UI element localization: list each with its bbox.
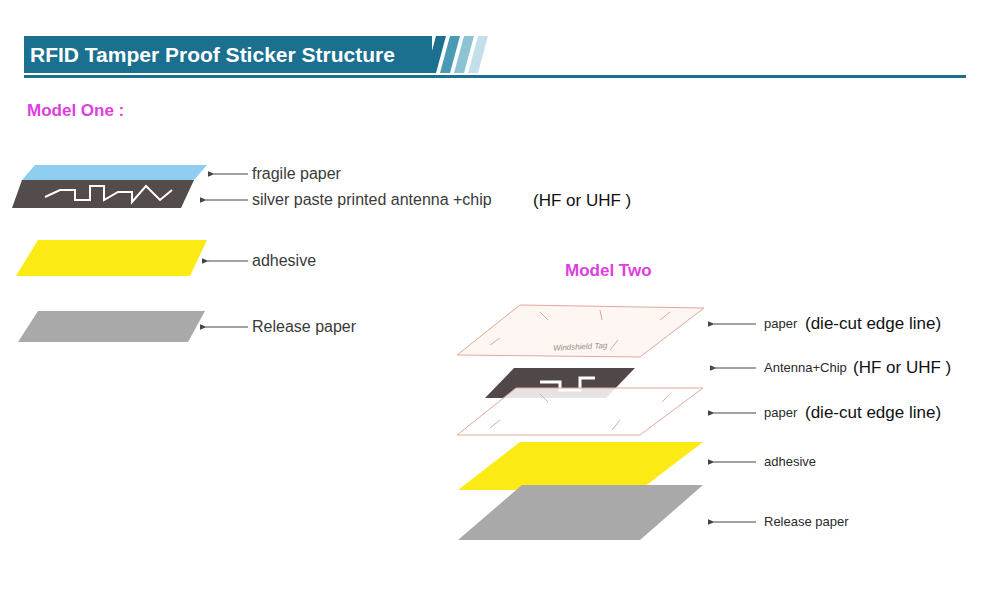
bottom-paper-layer [457, 388, 703, 435]
layer-label: fragile paper [252, 165, 341, 183]
title-rule [24, 75, 966, 78]
layer-label: adhesive [252, 252, 316, 270]
top-paper-layer [457, 305, 704, 357]
leader-lines [206, 174, 756, 522]
layer-label: paper [764, 317, 797, 332]
adhesive-layer [458, 442, 703, 490]
layer-label: Release paper [252, 318, 356, 336]
layer-label: paper [764, 406, 797, 421]
model-heading: Model One : [27, 101, 124, 121]
release-paper-layer [18, 311, 205, 342]
layer-label: Release paper [764, 515, 849, 530]
model-heading: Model Two [565, 261, 652, 281]
die-cut-lines [490, 394, 670, 430]
layer-note: (die-cut edge line) [805, 314, 941, 334]
layer-note: (die-cut edge line) [805, 403, 941, 423]
fragile-paper-layer [22, 165, 207, 180]
release-paper-layer [458, 485, 703, 540]
frequency-note: (HF or UHF ) [533, 191, 631, 211]
printed-mark: Windshield Tag [553, 341, 608, 353]
antenna-layer [12, 180, 194, 208]
antenna-trace [45, 186, 172, 202]
adhesive-layer [16, 240, 207, 276]
title-stripe [468, 36, 488, 73]
layer-label: silver paste printed antenna +chip [252, 191, 492, 209]
title-bar [24, 36, 432, 73]
layer-label: Antenna+Chip [764, 361, 847, 376]
page-title: RFID Tamper Proof Sticker Structure [30, 43, 395, 67]
layer-label: adhesive [764, 455, 816, 470]
frequency-note: (HF or UHF ) [853, 358, 951, 378]
